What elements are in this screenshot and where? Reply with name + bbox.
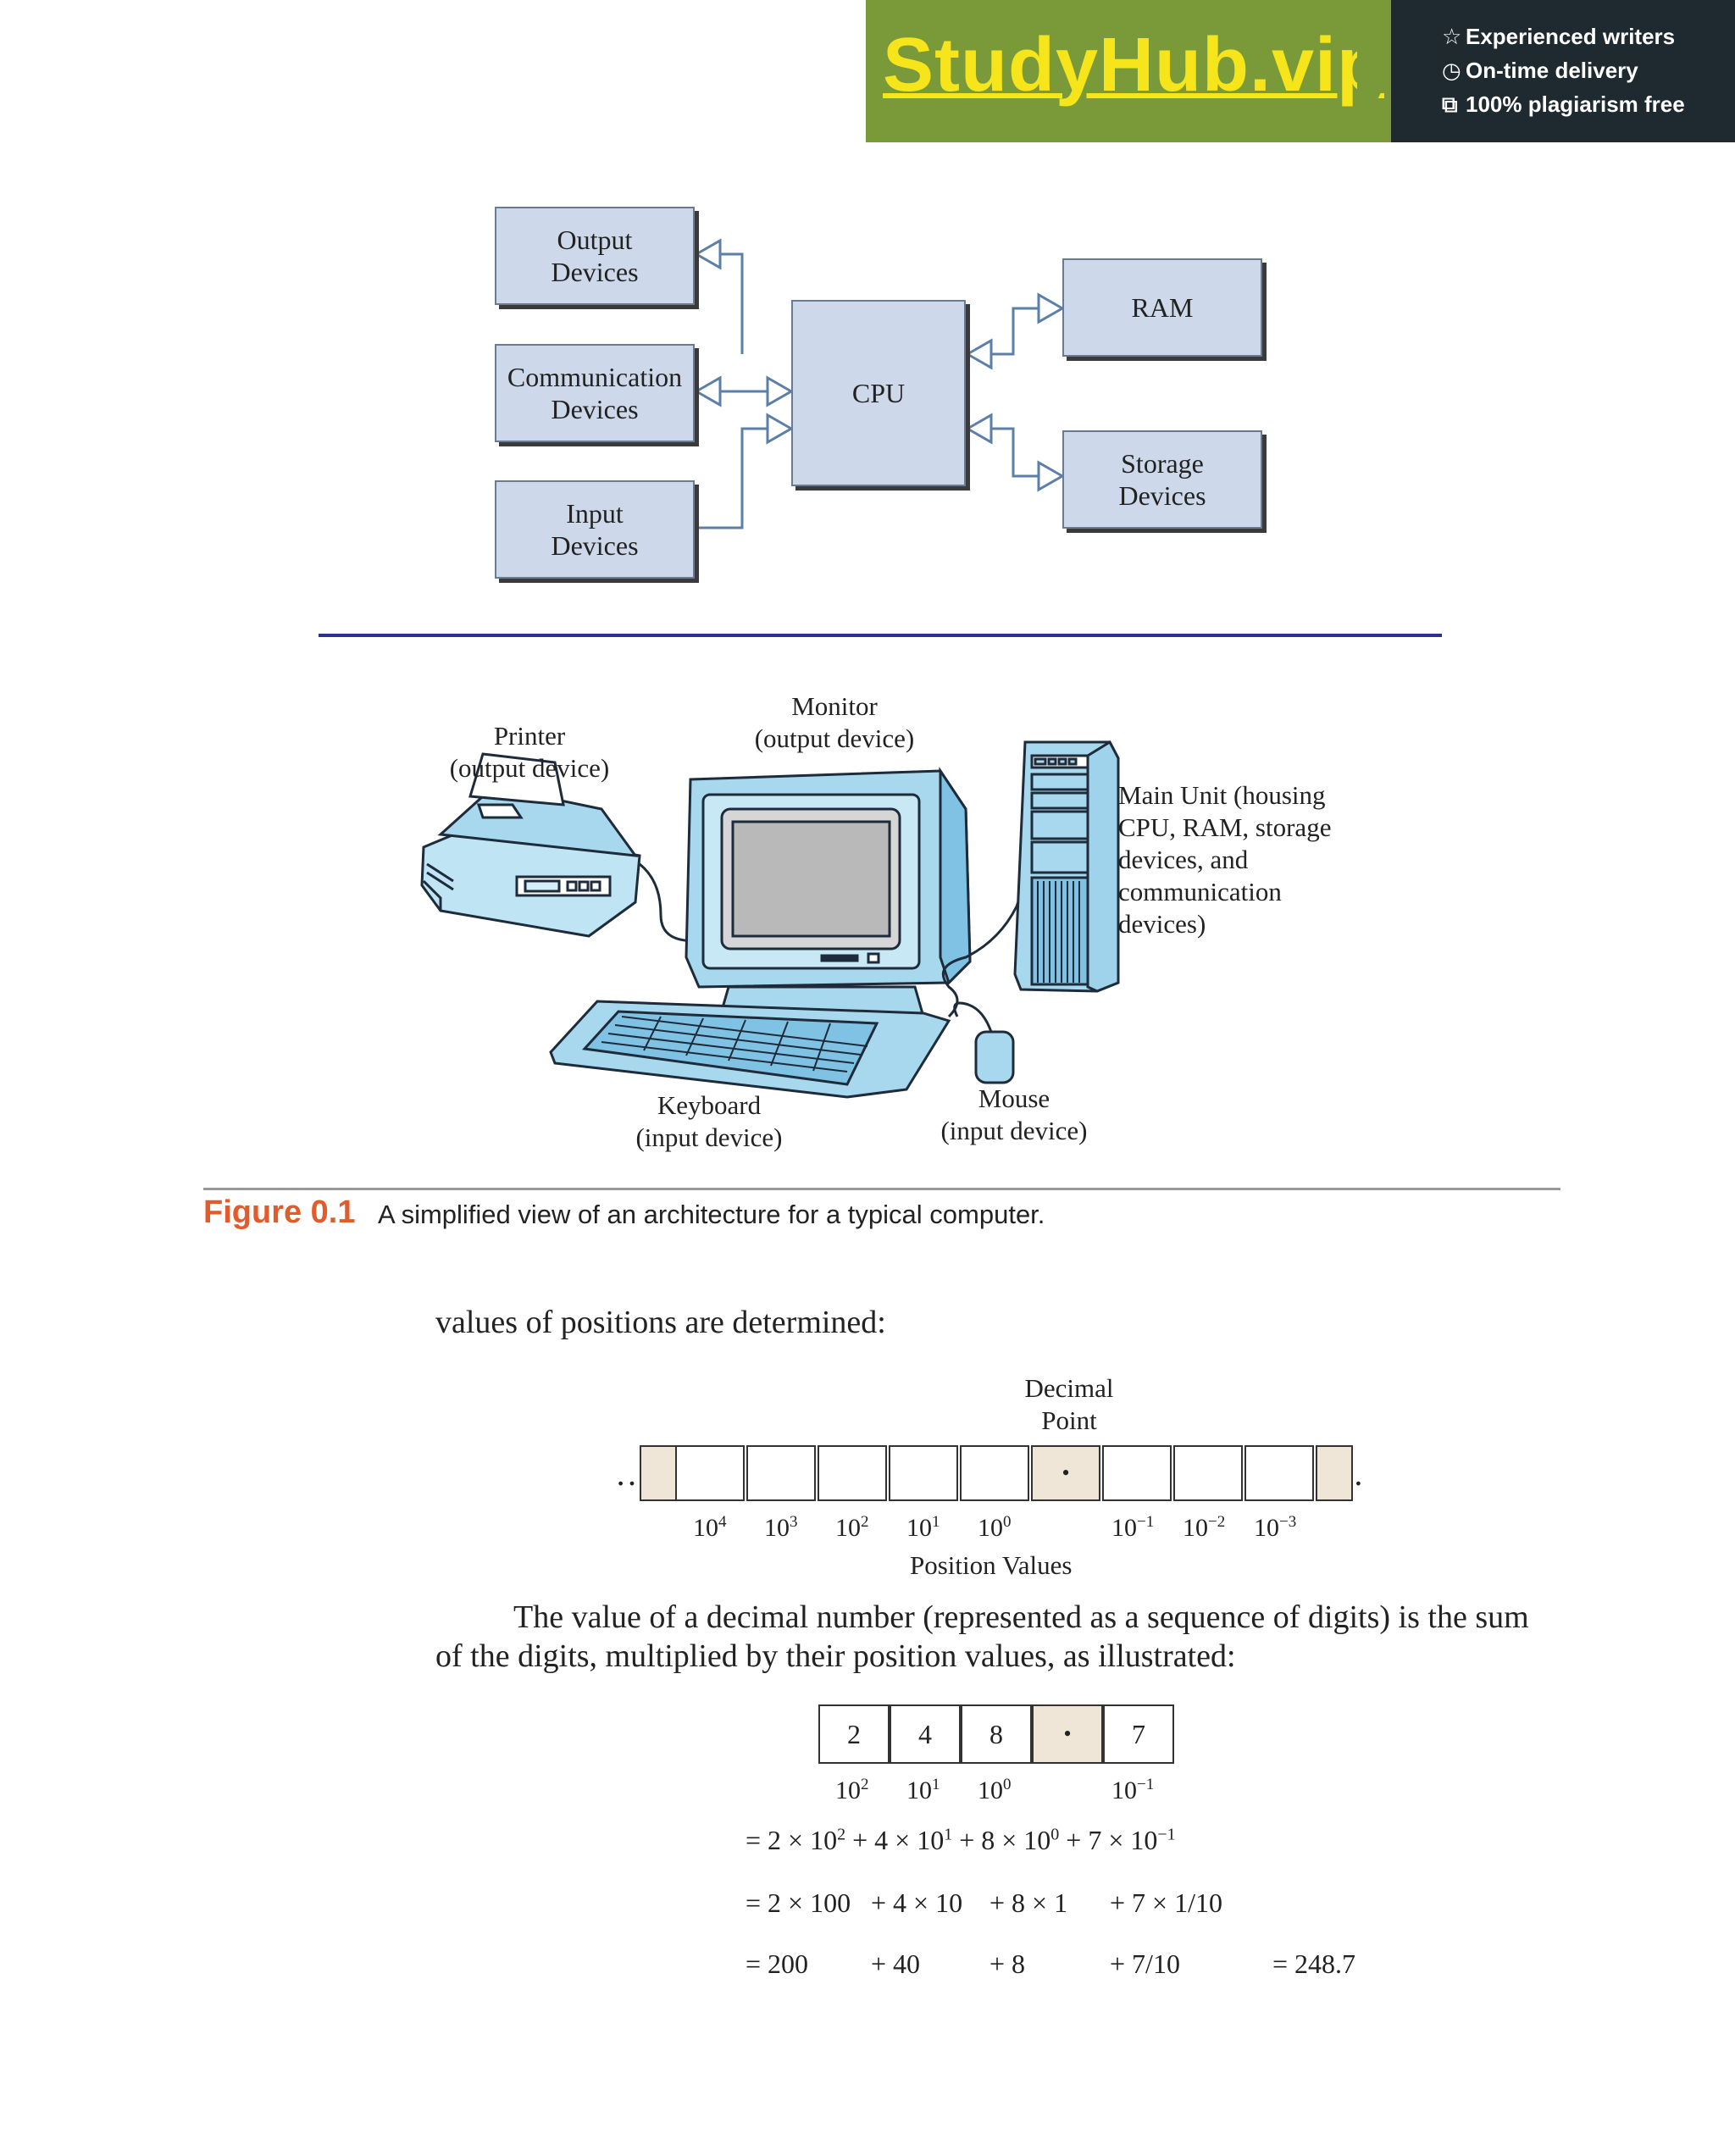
feature-experienced-writers: ☆Experienced writers [1442,24,1676,49]
ad-banner[interactable]: StudyHub.vip ☆Experienced writers ◷On-ti… [866,0,1735,142]
brand-logo[interactable]: StudyHub.vip [883,23,1384,108]
cpu-box: CPU [791,300,966,486]
position-value: 103 [764,1513,798,1542]
example-position-value: 100 [978,1776,1012,1804]
banner-feature-panel [1391,0,1735,142]
decimal-point-label: Decimal Point [1024,1373,1114,1435]
position-values-label: Position Values [910,1550,1073,1580]
example-position-value: 102 [835,1776,869,1804]
clock-icon: ◷ [1442,58,1461,83]
equation-line-1: = 2 × 102 + 4 × 101 + 8 × 100 + 7 × 10−1 [746,1825,1176,1855]
printer-icon [420,752,641,938]
star-icon: ☆ [1442,24,1462,49]
position-value: 10−1 [1111,1513,1155,1542]
equation-line-2-term: + 7 × 1/10 [1110,1887,1222,1918]
storage-devices-box: Storage Devices [1062,430,1262,529]
figure-divider [319,634,1442,637]
monitor-icon [685,767,972,1018]
keyboard-label: Keyboard (input device) [635,1090,783,1152]
output-devices-box: Output Devices [495,207,695,305]
position-value: 104 [693,1513,727,1542]
architecture-connectors [693,238,1066,529]
intro-text: values of positions are determined: [435,1305,886,1340]
tower-icon [1013,740,1120,993]
position-cell [675,1445,745,1501]
position-cell [1173,1445,1243,1501]
example-position-value: 101 [906,1776,940,1804]
equation-line-2-term: = 2 × 100 [746,1887,851,1918]
feature-plagiarism-free: ⧉100% plagiarism free [1442,91,1685,117]
equation-result: = 248.7 [1272,1948,1356,1979]
position-value: 102 [835,1513,869,1542]
figure-label: Figure 0.1 [203,1194,356,1230]
communication-devices-box: Communication Devices [495,344,695,442]
body-paragraph: The value of a decimal number (represent… [435,1599,1529,1674]
equation-line-2-term: + 4 × 10 [871,1887,963,1918]
copy-icon: ⧉ [1442,91,1458,117]
digit-cell: 8 [961,1704,1032,1764]
position-cell-edge [640,1445,677,1501]
figure-caption: A simplified view of an architecture for… [378,1200,1045,1229]
decimal-point-cell: • [1032,1704,1103,1764]
position-value: 10−3 [1254,1513,1297,1542]
banner-divider [1357,0,1391,142]
example-position-value: 10−1 [1111,1776,1155,1804]
position-cell [1244,1445,1314,1501]
equation-line-2-term: + 8 × 1 [989,1887,1068,1918]
monitor-label: Monitor (output device) [754,691,915,753]
position-value: 100 [978,1513,1012,1542]
digit-cell: 7 [1103,1704,1174,1764]
position-cell [746,1445,816,1501]
equation-line-3-term: + 8 [989,1948,1026,1979]
position-cell [818,1445,887,1501]
feature-on-time-delivery: ◷On-time delivery [1442,58,1638,83]
mouse-icon [953,1001,1015,1084]
keyboard-icon [549,1000,951,1099]
printer-label: Printer (output device) [449,721,610,783]
digit-cell: 4 [890,1704,961,1764]
digit-cell: 2 [818,1704,890,1764]
decimal-point-cell: • [1031,1445,1100,1501]
ram-box: RAM [1062,258,1262,357]
equation-line-3-term: = 200 [746,1948,809,1979]
mouse-label: Mouse (input device) [940,1084,1088,1145]
position-cell [889,1445,958,1501]
position-value: 10−2 [1183,1513,1226,1542]
computer-illustration [420,740,1120,1099]
equation-line-3-term: + 7/10 [1110,1948,1180,1979]
caption-rule [203,1188,1560,1190]
equation-line-3-term: + 40 [871,1948,921,1979]
position-cell [960,1445,1029,1501]
position-cell-edge [1316,1445,1353,1501]
position-cell [1102,1445,1172,1501]
main-unit-label: Main Unit (housing CPU, RAM, storage dev… [1118,780,1332,939]
position-value: 101 [906,1513,940,1542]
input-devices-box: Input Devices [495,480,695,579]
